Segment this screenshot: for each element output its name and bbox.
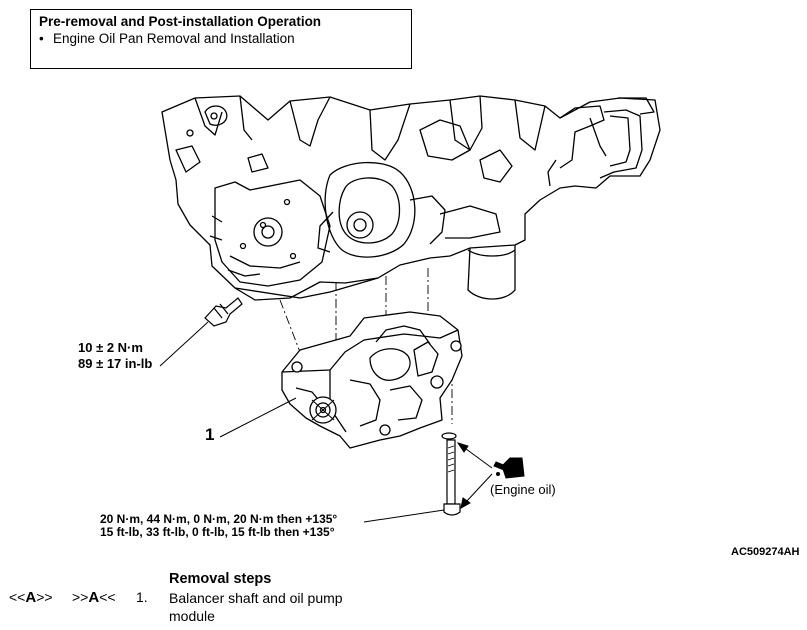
step-number: 1. xyxy=(136,589,148,605)
pre-removal-title: Pre-removal and Post-installation Operat… xyxy=(39,14,322,29)
bullet-icon: • xyxy=(39,31,44,46)
bolt-torque-nm: 20 N·m, 44 N·m, 0 N·m, 20 N·m then +135° xyxy=(100,512,338,526)
stud-torque-inlb: 89 ± 17 in-lb xyxy=(78,356,153,371)
step-text: Balancer shaft and oil pump module xyxy=(169,590,343,624)
engine-oil-label: (Engine oil) xyxy=(490,482,556,497)
stud-torque-nm: 10 ± 2 N·m xyxy=(78,340,143,355)
part-callout-1: 1 xyxy=(205,425,215,444)
oil-can-icon xyxy=(493,457,525,479)
pre-removal-item: • Engine Oil Pan Removal and Installation xyxy=(39,30,403,47)
figure-id: AC509274AH xyxy=(731,546,800,558)
engine-block-outline xyxy=(161,95,661,301)
washer xyxy=(441,432,457,440)
removal-heading: Removal steps xyxy=(169,571,272,587)
stud-bolt xyxy=(204,297,243,327)
bolt-torque-ftlb: 15 ft-lb, 33 ft-lb, 0 ft-lb, 15 ft-lb th… xyxy=(100,525,335,539)
installation-marker: >>A<< xyxy=(72,589,116,606)
removal-marker: <<A>> xyxy=(9,589,53,606)
pre-removal-item-text: Engine Oil Pan Removal and Installation xyxy=(53,31,295,46)
pre-removal-box: Pre-removal and Post-installation Operat… xyxy=(30,9,412,69)
